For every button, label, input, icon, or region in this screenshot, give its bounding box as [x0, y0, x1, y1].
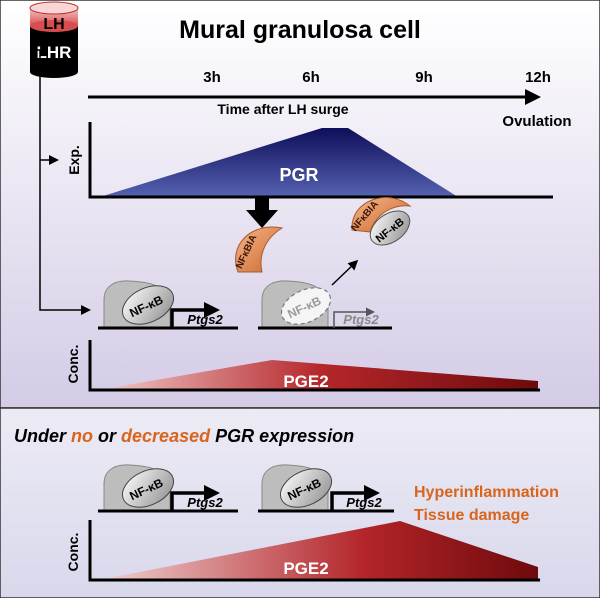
pgr-induces-arrow	[246, 197, 278, 228]
promoter-middle	[258, 280, 392, 330]
tick-9h: 9h	[415, 69, 433, 86]
tick-12h: 12h	[525, 69, 551, 86]
bottom-heading: Under no or decreased PGR expression	[14, 426, 354, 446]
pge2-top-label: PGE2	[283, 372, 328, 391]
nfkbia-free-icon	[235, 226, 284, 273]
pgr-label: PGR	[279, 165, 318, 185]
promoter-bottom-right	[258, 464, 394, 513]
pgr-plot-axes	[88, 122, 553, 199]
pge2-top-ylabel: Conc.	[65, 345, 81, 384]
nfkbia-nfkb-complex-icon	[351, 197, 412, 246]
lh-label: LH	[43, 16, 64, 33]
pge2-bottom-axes	[88, 520, 540, 582]
pge2-bottom-area	[104, 521, 538, 579]
ovulation-label: Ovulation	[502, 113, 571, 130]
pge2-top-area	[104, 360, 538, 389]
top-panel	[0, 0, 600, 409]
outcome-tissue-damage: Tissue damage	[414, 507, 529, 524]
lhr-label: LHR	[37, 43, 72, 62]
ptgs2-middle-label: Ptgs2	[343, 312, 379, 327]
pge2-top-axes	[88, 340, 540, 392]
ptgs2-left-label: Ptgs2	[187, 312, 223, 327]
lhr-to-ptgs2-arrow	[30, 49, 91, 315]
ptgs2-bottom-left-label: Ptgs2	[187, 495, 223, 510]
pgr-ylabel: Exp.	[66, 145, 82, 175]
pge2-bottom-label: PGE2	[283, 559, 328, 578]
sequestration-arrow	[331, 259, 359, 286]
title: Mural granulosa cell	[179, 16, 421, 44]
promoter-bottom-left	[98, 464, 238, 513]
pge2-bottom-ylabel: Conc.	[65, 533, 81, 572]
time-axis-label: Time after LH surge	[217, 101, 348, 117]
tick-6h: 6h	[302, 69, 320, 86]
outcome-hyperinflammation: Hyperinflammation	[414, 484, 559, 501]
pgr-area	[100, 128, 458, 197]
tick-3h: 3h	[203, 69, 221, 86]
promoter-left	[98, 280, 238, 330]
lhr-receptor-icon	[29, 1, 79, 78]
ptgs2-bottom-right-label: Ptgs2	[346, 495, 382, 510]
